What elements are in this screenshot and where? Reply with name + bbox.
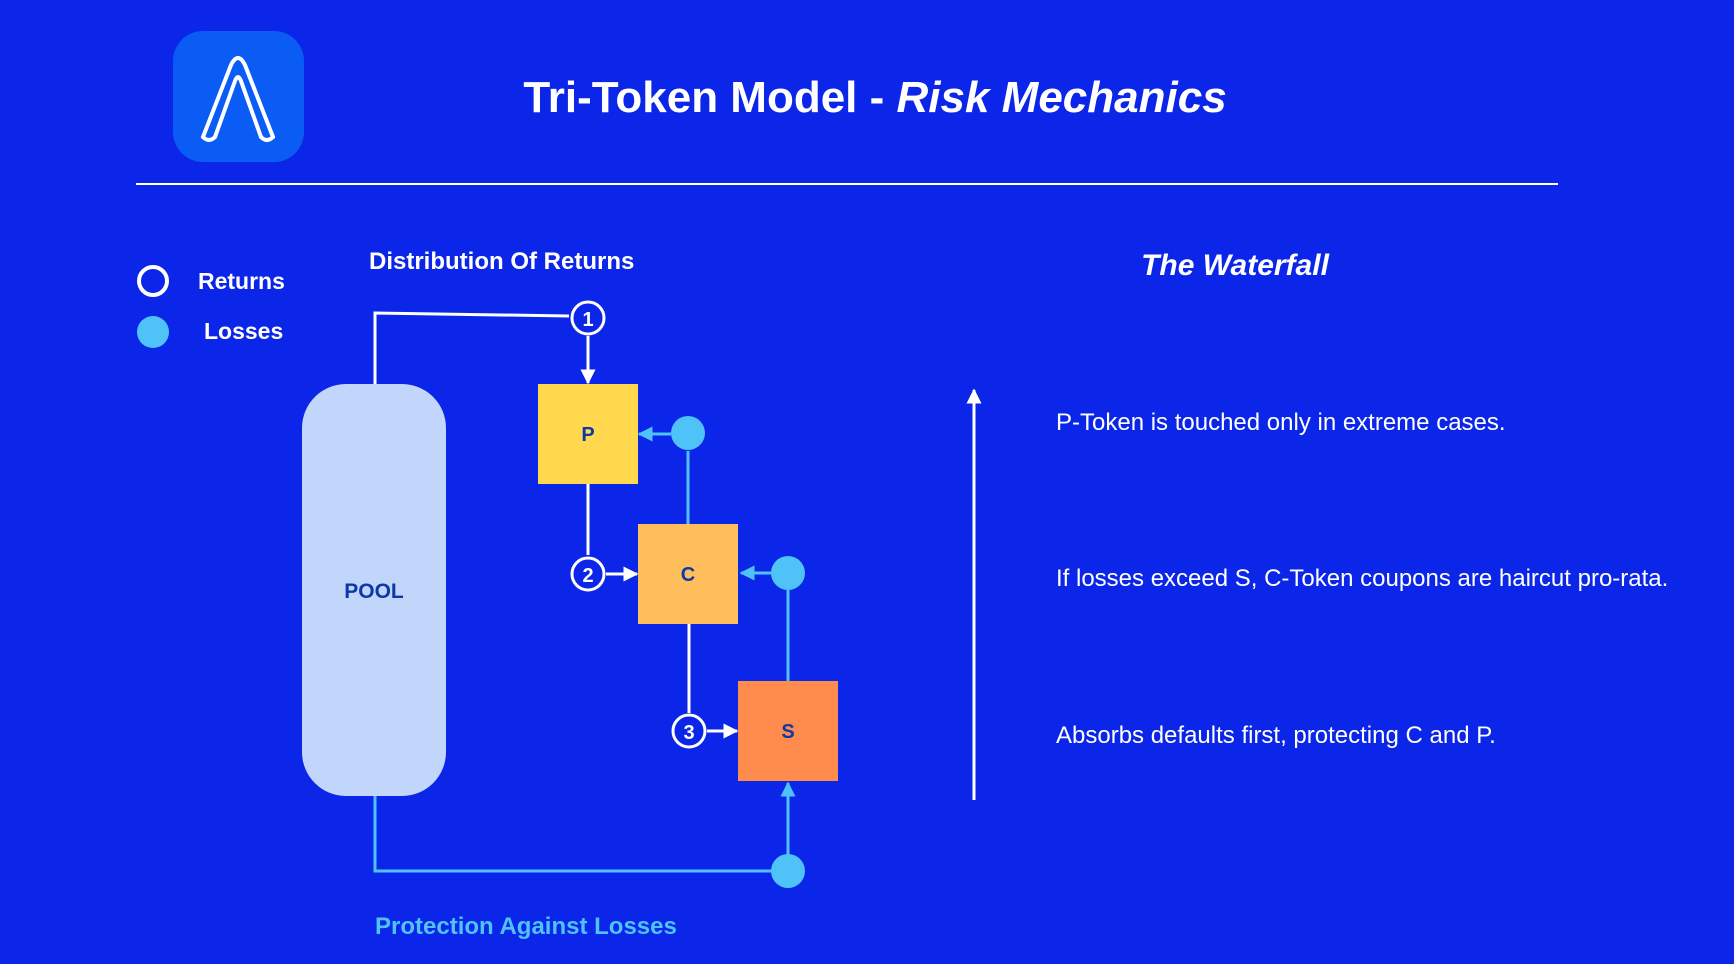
a-logo-icon: [201, 56, 275, 142]
returns-line-pool-to-1: [373, 311, 570, 384]
step-1-label: 1: [582, 309, 593, 331]
pool-label: POOL: [344, 580, 404, 603]
waterfall-item-s: Absorbs defaults first, protecting C and…: [1056, 722, 1496, 749]
page-title: Tri-Token Model - Risk Mechanics: [300, 70, 1450, 126]
p-token-box: [538, 384, 638, 484]
returns-legend-label: Returns: [198, 268, 285, 294]
step-marker-3: 3: [671, 713, 707, 749]
losses-line-pool: [373, 796, 788, 873]
waterfall-item-p: P-Token is touched only in extreme cases…: [1056, 409, 1506, 436]
protection-label: Protection Against Losses: [375, 913, 677, 940]
s-token-box: [738, 681, 838, 781]
returns-flow: [373, 311, 739, 739]
title-italic: Risk Mechanics: [896, 73, 1227, 122]
title-main: Tri-Token Model -: [523, 73, 897, 122]
step-marker-1: 1: [570, 300, 606, 336]
losses-legend-icon: [137, 316, 169, 348]
c-token-label: C: [681, 564, 695, 586]
s-token-label: S: [781, 721, 794, 743]
waterfall-item-c: If losses exceed S, C-Token coupons are …: [1056, 565, 1669, 592]
returns-legend-icon: [137, 265, 169, 297]
losses-legend-label: Losses: [204, 318, 284, 344]
waterfall-title: The Waterfall: [1141, 249, 1329, 282]
c-token-box: [638, 524, 738, 624]
loss-node-c: [771, 556, 805, 590]
losses-flow: [373, 426, 796, 873]
p-token-label: P: [581, 424, 594, 446]
loss-node-s: [771, 854, 805, 888]
step-3-label: 3: [683, 722, 694, 744]
title-divider: [136, 183, 1558, 185]
distribution-label: Distribution Of Returns: [369, 248, 635, 275]
loss-node-p: [671, 416, 705, 450]
pool-tank: [302, 384, 446, 796]
logo: [173, 31, 304, 162]
step-marker-2: 2: [570, 556, 606, 592]
step-2-label: 2: [582, 565, 593, 587]
